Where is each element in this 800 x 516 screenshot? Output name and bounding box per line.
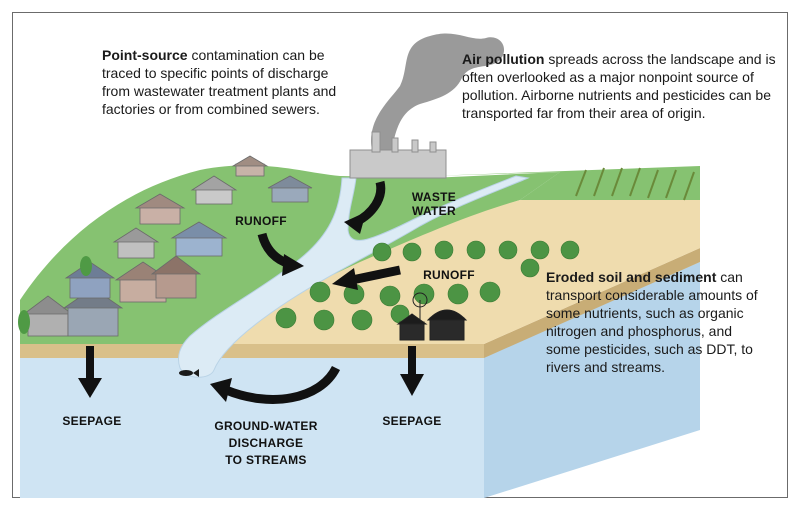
seepage-left-label: SEEPAGE: [52, 414, 132, 428]
waste-water-label: WASTE WATER: [404, 190, 464, 218]
factory: [350, 132, 446, 178]
groundwater-line-3: TO STREAMS: [206, 452, 326, 469]
waste-water-line-2: WATER: [404, 204, 464, 218]
air-pollution-caption: Air pollution spreads across the landsca…: [462, 50, 780, 122]
waste-water-line-1: WASTE: [404, 190, 464, 204]
eroded-soil-title: Eroded soil and sediment: [546, 269, 716, 285]
point-source-title: Point-source: [102, 47, 188, 63]
runoff-left-label: RUNOFF: [226, 214, 296, 228]
groundwater-discharge-label: GROUND-WATER DISCHARGE TO STREAMS: [206, 418, 326, 469]
point-source-caption: Point-source contamination can be traced…: [102, 46, 352, 118]
eroded-soil-caption: Eroded soil and sediment can transport c…: [546, 268, 766, 376]
air-pollution-title: Air pollution: [462, 51, 544, 67]
seepage-right-label: SEEPAGE: [372, 414, 452, 428]
runoff-right-label: RUNOFF: [414, 268, 484, 282]
groundwater-line-2: DISCHARGE: [206, 435, 326, 452]
groundwater-line-1: GROUND-WATER: [206, 418, 326, 435]
